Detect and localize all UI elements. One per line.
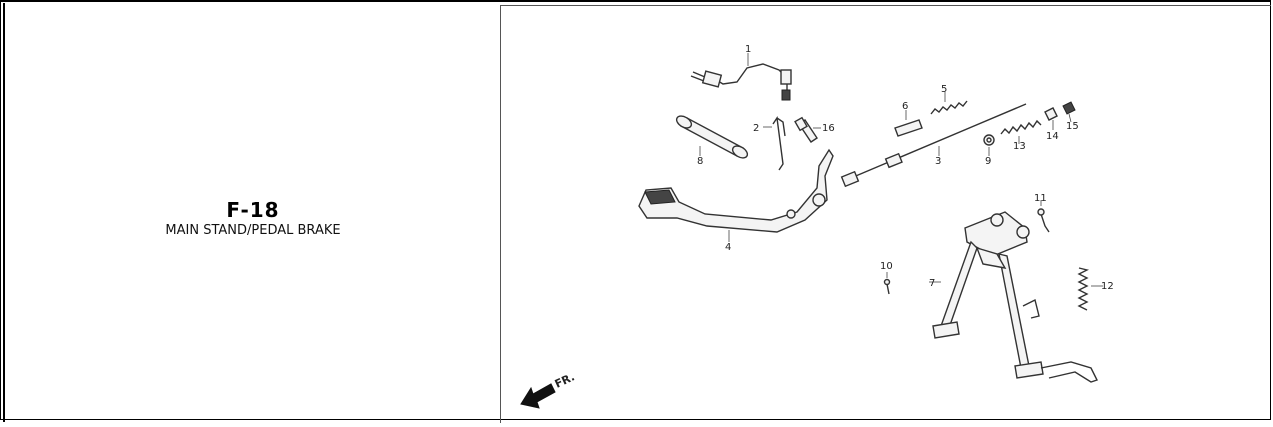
callout-13: 13: [1013, 141, 1026, 152]
front-label: FR.: [553, 370, 577, 390]
callout-3: 3: [935, 156, 941, 167]
callout-10: 10: [880, 261, 893, 272]
callout-11: 11: [1034, 193, 1047, 204]
callout-15: 15: [1066, 121, 1079, 132]
callout-1: 1: [745, 44, 751, 55]
section-code: F-18: [226, 198, 280, 222]
title-block: F-18 MAIN STAND/PEDAL BRAKE: [5, 199, 501, 240]
callout-labels: 1 2 3 4 5 6 7 8 9 10 11 12 13 14 15 16: [697, 44, 1114, 292]
part-8-pedal-tube: [675, 115, 749, 159]
part-16-bolt: [794, 116, 821, 143]
part-10-cotter-pin: [883, 272, 891, 295]
title-panel: F-18 MAIN STAND/PEDAL BRAKE: [3, 3, 501, 422]
callout-8: 8: [697, 156, 703, 167]
front-arrow-icon: [520, 383, 556, 409]
part-14-clip: [1044, 107, 1058, 130]
callout-5: 5: [941, 84, 947, 95]
section-title: MAIN STAND/PEDAL BRAKE: [165, 223, 341, 238]
exploded-parts-diagram: 1 2 3 4 5 6 7 8 9 10 11 12 13 14 15 16 F…: [520, 44, 1114, 409]
part-3-brake-rod: [840, 103, 1027, 188]
part-7-main-stand: [929, 211, 1098, 383]
callout-12: 12: [1101, 281, 1114, 292]
callout-14: 14: [1046, 131, 1059, 142]
callout-16: 16: [822, 123, 835, 134]
part-2-spring: [763, 116, 786, 171]
part-11-cotter-pin: [1037, 200, 1050, 233]
part-15-nut: [1062, 101, 1076, 123]
callout-7: 7: [929, 278, 935, 289]
callout-4: 4: [725, 242, 731, 253]
diagram-panel: 1 2 3 4 5 6 7 8 9 10 11 12 13 14 15 16 F…: [500, 5, 1271, 423]
front-direction-indicator: FR.: [520, 370, 577, 409]
part-6-collar: [894, 110, 923, 137]
part-12-stand-spring: [1077, 267, 1103, 311]
part-5-spring: [930, 92, 968, 115]
callout-2: 2: [753, 123, 759, 134]
part-1-brake-switch: [690, 53, 792, 101]
part-9-washer: [983, 134, 995, 156]
callout-9: 9: [985, 156, 991, 167]
callout-6: 6: [902, 101, 908, 112]
part-4-brake-pedal: [638, 148, 834, 242]
part-13-spring: [1000, 119, 1042, 144]
